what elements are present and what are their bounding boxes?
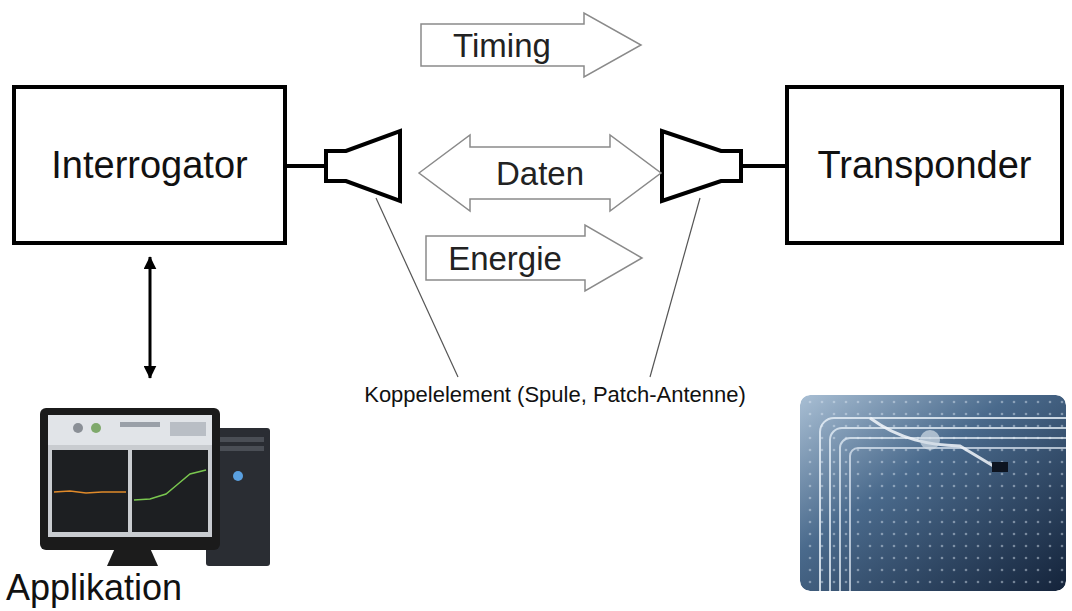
application-label: Applikation bbox=[6, 570, 182, 606]
application-node: Applikation bbox=[6, 390, 276, 606]
block-arrow-shape bbox=[419, 135, 661, 211]
chart-line bbox=[54, 491, 126, 493]
monitor-frame bbox=[40, 408, 220, 550]
block-arrow-shape bbox=[426, 225, 642, 291]
callout-label: Koppelelement (Spule, Patch-Antenne) bbox=[364, 382, 746, 407]
leader-line bbox=[376, 198, 458, 377]
coil-turn bbox=[820, 418, 1066, 591]
device-box: Interrogator bbox=[12, 85, 287, 245]
coil-feed bbox=[870, 418, 1000, 470]
rfid-photo bbox=[800, 395, 1066, 591]
monitor-stand bbox=[107, 548, 158, 566]
coupling-antenna bbox=[326, 131, 400, 201]
screen-field bbox=[120, 422, 160, 427]
coil-turn bbox=[850, 448, 1066, 591]
screen-knob bbox=[73, 423, 83, 433]
feed-wire bbox=[287, 164, 326, 168]
box-label: Interrogator bbox=[51, 146, 247, 184]
device-box: Transponder bbox=[785, 85, 1064, 245]
block-arrow-shape bbox=[421, 13, 641, 77]
signal-arrow: Energie bbox=[425, 224, 643, 292]
leader-line bbox=[650, 198, 700, 377]
feed-wire bbox=[741, 164, 785, 168]
power-led bbox=[233, 471, 243, 481]
coupling-antenna bbox=[662, 131, 741, 201]
double-arrow-connector bbox=[149, 257, 152, 378]
screen-field bbox=[170, 422, 206, 436]
arrow-label: Timing bbox=[453, 29, 551, 62]
signal-arrow: Timing bbox=[420, 12, 642, 78]
signal-arrow: Daten bbox=[418, 134, 662, 212]
arrow-label: Energie bbox=[448, 242, 562, 275]
contact-pad bbox=[920, 430, 940, 450]
chart-line bbox=[134, 470, 206, 500]
screen-knob bbox=[91, 423, 101, 433]
arrow-label: Daten bbox=[496, 157, 584, 190]
chart-panel bbox=[52, 450, 128, 532]
computer-illustration bbox=[40, 408, 270, 566]
screen-toolbar bbox=[48, 415, 212, 445]
chip bbox=[992, 462, 1008, 472]
monitor-screen bbox=[48, 415, 212, 537]
coil-turn bbox=[830, 428, 1066, 591]
coil-turn bbox=[840, 438, 1066, 591]
chart-panel bbox=[132, 450, 208, 532]
box-label: Transponder bbox=[817, 146, 1031, 184]
